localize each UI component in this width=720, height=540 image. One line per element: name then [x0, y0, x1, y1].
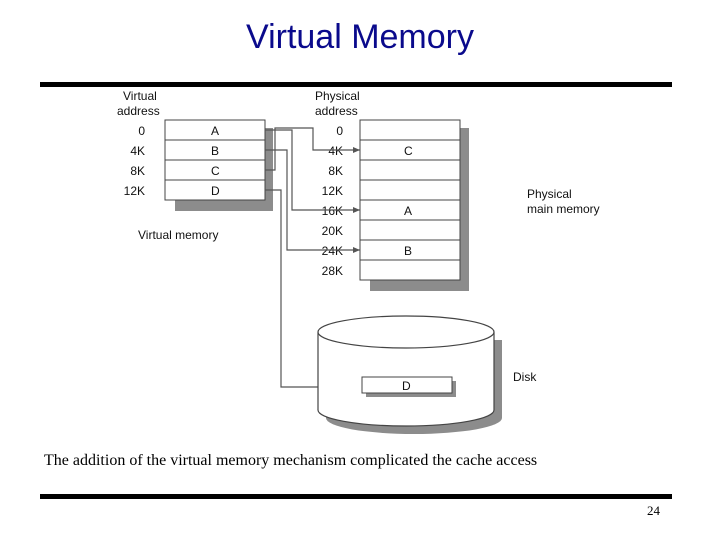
- disk-page-box: [361, 376, 453, 394]
- mapping-line-b: [265, 149, 360, 251]
- disk-cylinder: D: [317, 315, 502, 434]
- disk-top: [317, 315, 495, 349]
- physical-header-line2: address: [315, 104, 358, 118]
- physical-address-12k: 12K: [322, 184, 343, 198]
- frame-content-16k: A: [404, 204, 412, 218]
- slide-caption: The addition of the virtual memory mecha…: [44, 452, 538, 469]
- physical-address-8k: 8K: [328, 164, 343, 178]
- slide-title: Virtual Memory: [246, 18, 474, 56]
- frame-cell-12k: [359, 179, 461, 201]
- virtual-page-b: B: [211, 144, 219, 158]
- virtual-addresses: 0 4K 8K 12K: [124, 124, 146, 198]
- frame-content-24k: B: [404, 244, 412, 258]
- virtual-address-12k: 12K: [124, 184, 145, 198]
- physical-address-28k: 28K: [322, 264, 343, 278]
- virtual-memory-label: Virtual memory: [138, 228, 218, 242]
- mapping-line-a: [265, 129, 360, 211]
- disk-page-d: D: [402, 379, 411, 393]
- physical-address-24k: 24K: [322, 244, 343, 258]
- bottom-rule: [40, 494, 672, 499]
- virtual-address-4k: 4K: [130, 144, 145, 158]
- virtual-header-line2: address: [117, 104, 160, 118]
- mapping-line-c: [265, 127, 360, 171]
- frame-cell-0: [359, 119, 461, 141]
- arrowhead-c: [353, 147, 360, 153]
- physical-header-line1: Physical: [315, 89, 360, 103]
- frame-cell-8k: [359, 159, 461, 181]
- virtual-page-c: C: [211, 164, 220, 178]
- physical-addresses: 0 4K 8K 12K 16K 20K 24K 28K: [322, 124, 344, 278]
- physical-memory-label-line1: Physical: [527, 187, 572, 201]
- frame-cell-28k: [359, 259, 461, 281]
- frame-content-4k: C: [404, 144, 413, 158]
- arrowhead-a: [353, 207, 360, 213]
- virtual-table: A B C D: [164, 119, 266, 201]
- disk-label: Disk: [513, 370, 537, 384]
- physical-address-16k: 16K: [322, 204, 343, 218]
- virtual-address-8k: 8K: [130, 164, 145, 178]
- physical-address-20k: 20K: [322, 224, 343, 238]
- top-rule: [40, 82, 672, 87]
- virtual-page-a: A: [211, 124, 219, 138]
- physical-address-0: 0: [336, 124, 343, 138]
- virtual-address-0: 0: [138, 124, 145, 138]
- arrowhead-b: [353, 247, 360, 253]
- page-number: 24: [647, 503, 660, 518]
- physical-memory-label-line2: main memory: [527, 202, 600, 216]
- virtual-page-d: D: [211, 184, 220, 198]
- physical-address-4k: 4K: [328, 144, 343, 158]
- physical-table: C A B: [359, 119, 461, 281]
- frame-cell-20k: [359, 219, 461, 241]
- virtual-header-line1: Virtual: [123, 89, 157, 103]
